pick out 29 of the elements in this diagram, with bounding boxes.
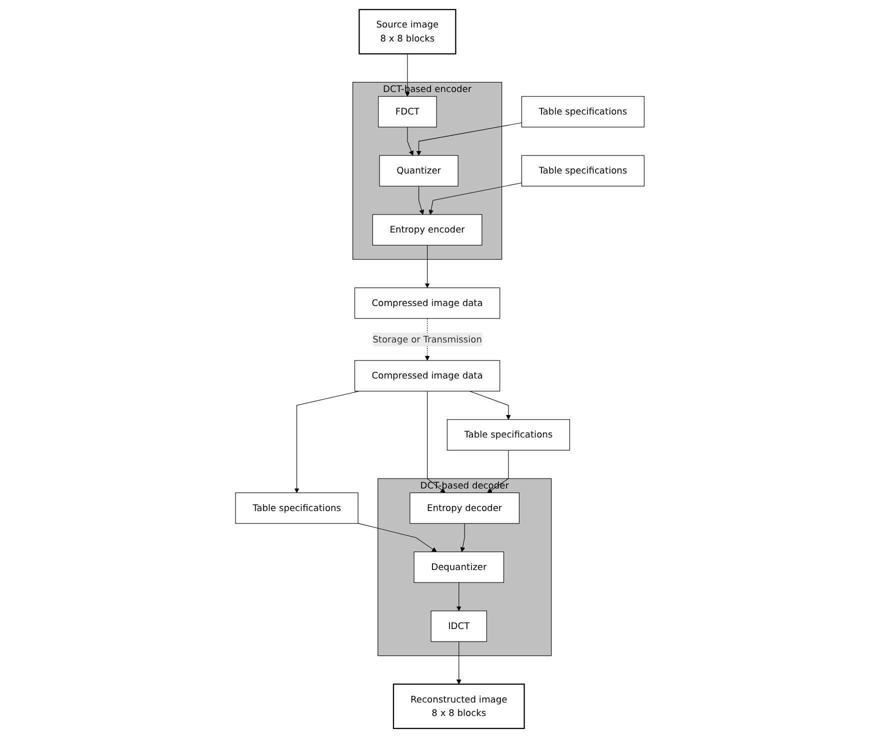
arrow bbox=[427, 390, 446, 494]
arrow bbox=[456, 641, 462, 684]
node-box: Table specifications bbox=[447, 419, 570, 450]
node-box: Quantizer bbox=[379, 155, 458, 186]
node-box: Entropy encoder bbox=[372, 214, 482, 246]
arrow bbox=[428, 182, 522, 215]
arrow bbox=[460, 523, 466, 552]
node-box: FDCT bbox=[378, 96, 437, 128]
arrow bbox=[358, 523, 437, 552]
node-box: Reconstructed image 8 x 8 blocks bbox=[393, 684, 525, 730]
node-box: Entropy decoder bbox=[410, 492, 520, 524]
node-box: Dequantizer bbox=[414, 552, 504, 583]
node-box: Compressed image data bbox=[354, 360, 500, 392]
arrow bbox=[405, 54, 410, 97]
arrow bbox=[456, 582, 462, 612]
arrow bbox=[416, 122, 522, 156]
arrow bbox=[424, 244, 430, 288]
node-box: Compressed image data bbox=[354, 288, 500, 319]
node-box: Source image 8 x 8 blocks bbox=[358, 8, 456, 54]
arrow bbox=[418, 186, 424, 215]
arrow bbox=[407, 126, 414, 156]
arrow bbox=[294, 390, 360, 494]
arrow bbox=[469, 390, 512, 420]
node-box: Table specifications bbox=[522, 96, 645, 128]
node-box: IDCT bbox=[430, 610, 488, 642]
edge-label: Storage or Transmission bbox=[372, 334, 482, 345]
node-box: Table specifications bbox=[235, 492, 358, 524]
arrow bbox=[487, 450, 509, 494]
node-box: Table specifications bbox=[522, 155, 645, 186]
